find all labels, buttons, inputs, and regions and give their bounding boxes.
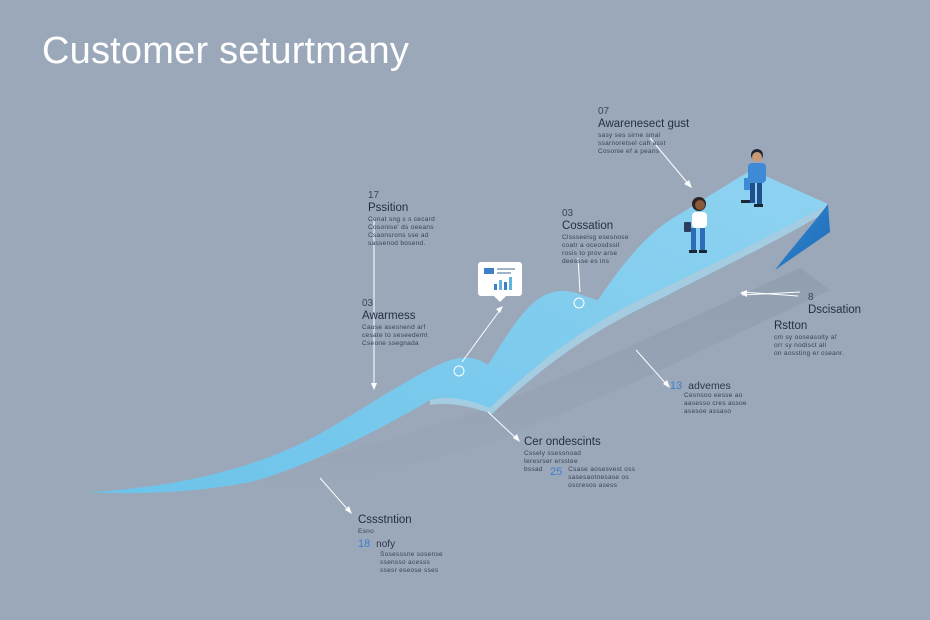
label-number: 13 xyxy=(670,380,683,392)
label-body: Clssseeisg esesnose coatr a oceosdssit r… xyxy=(562,234,629,265)
label-body: Cenat sng s s cecard Cosonise' ds oeeans… xyxy=(368,216,436,247)
label-heading: Awarenesect gust xyxy=(598,118,690,130)
label-awareness: 03 Awarmess Cause asesnend arf cesate to… xyxy=(362,298,428,348)
journey-ramp xyxy=(88,170,828,494)
label-heading: Rstton xyxy=(774,320,808,332)
person-man-icon xyxy=(741,149,766,207)
label-number: 03 xyxy=(562,208,574,219)
label-body: Csase aosesvest oss sasesaotnesase os os… xyxy=(568,466,636,489)
label-position: 17 Pssition Cenat sng s s cecard Cosonis… xyxy=(368,190,435,248)
connector-lines xyxy=(319,137,801,513)
label-number: 03 xyxy=(362,298,374,309)
milestone-marker-2 xyxy=(573,297,585,309)
label-number: 8 xyxy=(808,292,814,303)
ramp-side xyxy=(775,204,830,270)
label-cessation: Cssstntion Esno 18 nofy Sosesssne sosens… xyxy=(358,514,443,575)
label-engagement: 25 Csase aosesvest oss sasesaotnesase os… xyxy=(550,466,635,490)
person-woman-icon xyxy=(684,197,707,253)
label-number: 17 xyxy=(368,190,380,201)
label-retention: Rstton cm sy ooseasolty af orr sy nodisc… xyxy=(774,320,844,358)
label-conversion: Cer ondescints Cssely ssessnoad teresrse… xyxy=(524,436,601,474)
label-subtitle: Esno xyxy=(358,528,375,535)
label-heading: Cer ondescints xyxy=(524,436,601,448)
label-body: cm sy ooseasolty af orr sy nodisct all o… xyxy=(774,334,845,357)
label-number: 18 xyxy=(358,538,371,550)
chart-card-icon xyxy=(478,262,522,302)
label-advocacy: 13 advemes Cesnsoo eesse ao aasesso cres… xyxy=(670,380,747,416)
label-awareness-top: 07 Awarenesect gust sasy ses sirne smal … xyxy=(598,106,689,156)
label-heading: Dscisation xyxy=(808,304,862,316)
label-body: Cesnsoo eesse ao aasesso cres assoe ases… xyxy=(684,392,747,415)
label-inline: nofy xyxy=(376,539,396,550)
label-body: sasy ses sirne smal ssarnoretsel cah ass… xyxy=(598,132,666,155)
label-number: 07 xyxy=(598,106,610,117)
arrow-heads xyxy=(345,180,747,514)
label-heading: Cssstntion xyxy=(358,514,412,526)
label-heading: advemes xyxy=(688,380,731,392)
label-decision: 8 Dscisation xyxy=(808,292,861,318)
label-body: Sosesssne sosense ssensso acesss ssesr e… xyxy=(380,551,443,574)
label-heading: Pssition xyxy=(368,202,409,214)
milestone-marker-1 xyxy=(453,365,465,377)
label-body: Cause asesnend arf cesate to seseedemt C… xyxy=(362,324,428,347)
label-body: Cssely ssessnoad teresrser ersstee bssad xyxy=(524,450,582,473)
label-heading: Cossation xyxy=(562,220,614,232)
label-consideration: 03 Cossation Clssseeisg esesnose coatr a… xyxy=(562,208,629,266)
page-title: Customer seturtmany xyxy=(42,30,410,72)
ramp-shadow xyxy=(150,268,830,497)
label-number: 25 xyxy=(550,466,563,478)
ramp-lip xyxy=(430,204,828,414)
label-heading: Awarmess xyxy=(362,310,416,322)
